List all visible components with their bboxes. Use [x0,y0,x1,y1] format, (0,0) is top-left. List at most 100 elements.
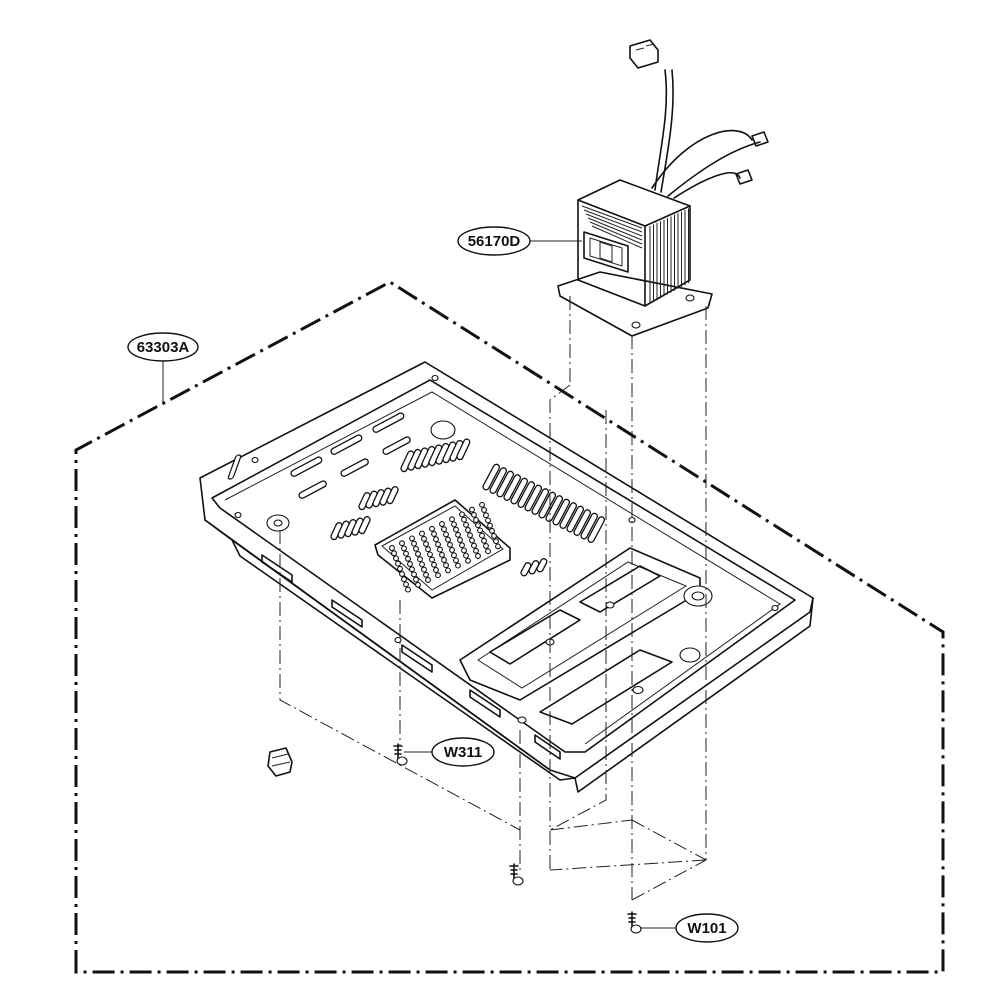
screw-lower [509,863,524,886]
right-raised-area [459,516,713,725]
mesh-hole [403,550,409,557]
mesh-hole [433,536,439,543]
mesh-hole [483,512,489,519]
callout-56170d-label: 56170D [468,233,521,250]
mesh-hole [417,556,423,563]
mesh-hole [473,517,479,523]
mesh-hole [439,551,445,558]
mesh-hole [453,557,459,564]
mesh-hole [445,567,451,574]
mesh-hole [441,557,447,563]
mesh-hole [405,555,411,562]
core-laminations [581,205,689,304]
base-plate [199,361,814,793]
mesh-hole [399,540,405,547]
mesh-hole [411,540,417,547]
mesh-hole [471,511,477,518]
mesh-hole [481,537,487,544]
mesh-hole [413,545,419,552]
vent-slot [580,512,599,540]
vent-slot [510,477,529,505]
mesh-hole [475,553,481,559]
vent-slot [566,505,585,533]
mesh-hole [489,527,495,534]
mesh-hole [429,556,435,563]
mesh-grille [374,499,511,599]
callout-56170d: 56170D [457,226,582,256]
vent-slot [456,438,471,461]
screw-w101 [627,911,642,934]
callout-63303a-label: 63303A [137,339,190,356]
mesh-hole [439,521,445,527]
rear-slots [290,412,411,499]
mesh-hole [493,538,499,545]
mesh-hole [481,507,487,513]
mesh-hole [461,547,467,554]
mesh-hole [437,546,443,553]
mesh-hole [443,531,449,538]
mesh-hole [411,571,417,578]
vent-slot [531,488,550,515]
alignment-lines [279,296,707,901]
vent-slot [489,467,508,494]
mesh-hole [469,537,475,544]
mesh-hole [463,521,469,528]
mesh-hole [451,552,457,559]
mesh-hole [425,546,431,553]
mesh-hole [425,577,431,583]
vent-group-1 [227,454,242,480]
vent-slot [573,509,592,536]
mesh-hole [455,562,461,569]
mesh-hole [459,511,465,518]
vent-slots [330,438,606,577]
mesh-hole [393,555,399,562]
plastic-foot [267,747,293,777]
mesh-hole [479,501,485,508]
callout-w311-label: W311 [444,744,482,761]
vent-slot [524,484,543,512]
mesh-hole [445,536,451,543]
mesh-hole [401,545,407,552]
mesh-hole [457,537,463,543]
mesh-hole [485,517,491,524]
vent-slot [386,486,399,505]
vent-slot [536,558,548,573]
mesh-hole [455,531,461,538]
mesh-hole [477,527,483,534]
mesh-hole [459,542,465,549]
mesh-hole [409,566,415,573]
mesh-hole [415,581,421,588]
mesh-hole [391,550,397,557]
screw-w311 [393,743,408,766]
mesh-hole [423,541,429,547]
mesh-hole [421,535,427,542]
mesh-hole [407,561,413,567]
mesh-hole [465,557,471,564]
callout-w101-label: W101 [687,920,726,937]
transformer-wires [651,69,761,199]
mesh-hole [421,566,427,573]
mesh-hole [397,565,403,572]
mesh-hole [431,531,437,537]
mesh-hole [415,551,421,557]
vent-slot [358,516,371,535]
mesh-hole [465,527,471,533]
callout-w311: W311 [404,737,495,767]
vent-slot [587,516,606,543]
mesh-hole [485,548,491,555]
vent-slot [552,498,571,526]
transformer [557,39,769,337]
vent-slot [517,481,536,508]
mesh-hole [409,535,415,542]
wire-connector [629,39,659,69]
mesh-hole [441,526,447,533]
mesh-hole [467,532,473,539]
mesh-hole [419,561,425,568]
vent-slot [503,474,522,501]
mesh-hole [395,560,401,567]
mesh-hole [469,506,475,513]
mesh-hole [451,521,457,528]
mesh-hole [435,541,441,548]
mesh-hole [453,526,459,533]
mesh-hole [399,571,405,577]
